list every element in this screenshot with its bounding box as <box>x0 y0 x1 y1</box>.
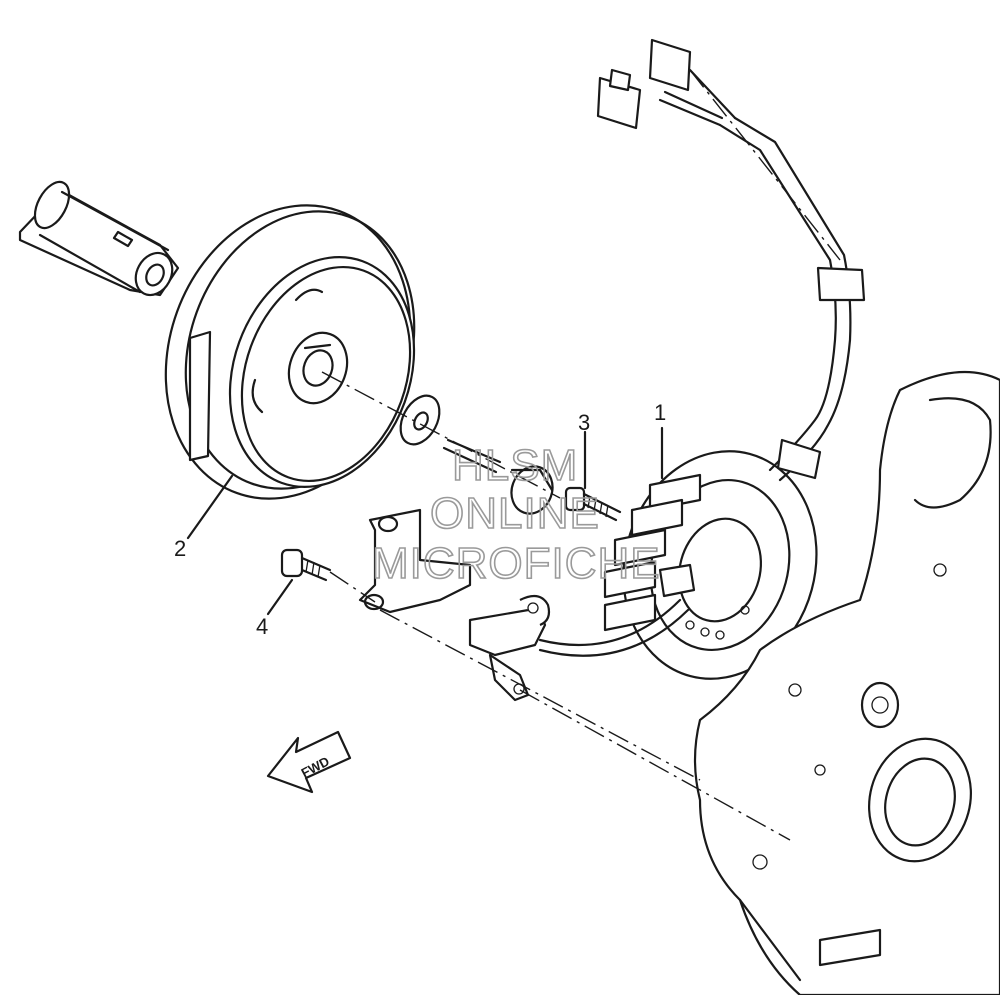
crankshaft-end <box>18 180 180 297</box>
assembly-centerlines <box>321 69 841 841</box>
bracket-bolt <box>280 548 332 582</box>
crankcase <box>693 370 1000 995</box>
callout-labels: 1 2 3 4 <box>174 400 666 639</box>
callout-2: 2 <box>174 536 186 561</box>
wire-bracket <box>358 508 472 614</box>
callout-3: 3 <box>578 410 590 435</box>
callout-1: 1 <box>654 400 666 425</box>
washer <box>399 394 441 446</box>
pickup-coil <box>468 594 551 702</box>
stator-coil <box>603 450 818 680</box>
wire-harness <box>538 38 866 657</box>
leader-lines <box>186 426 664 616</box>
watermark: HLSM ONLINE MICROFICHE <box>371 440 661 589</box>
stator-screw <box>564 486 622 522</box>
watermark-line-1: HLSM <box>452 441 578 490</box>
fwd-arrow-icon: FWD <box>266 730 352 794</box>
watermark-line-2: ONLINE <box>430 489 600 538</box>
flywheel-rotor <box>164 204 416 500</box>
callout-4: 4 <box>256 614 268 639</box>
watermark-line-3: MICROFICHE <box>372 539 661 588</box>
